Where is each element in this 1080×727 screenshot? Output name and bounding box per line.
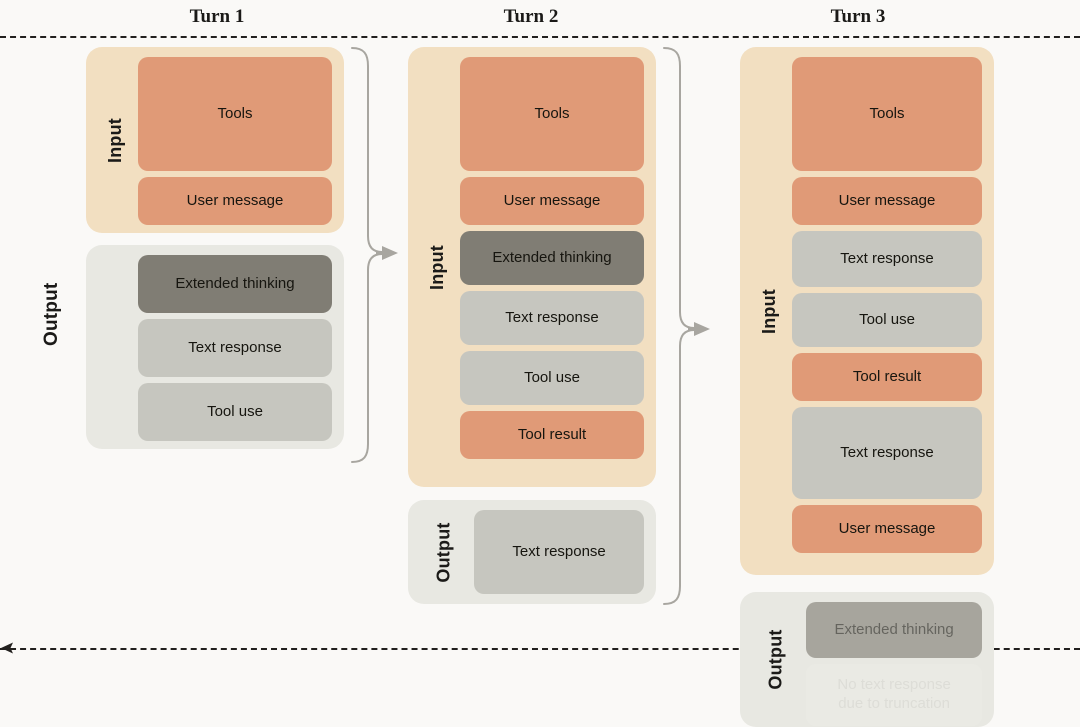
truncation-arrow-icon [1, 642, 13, 654]
turn-3-input-group: Input Tools User message Text response T… [740, 47, 994, 575]
turn-2-output-blocks: Text response [474, 510, 644, 594]
context-window-top-boundary [0, 36, 1080, 38]
turn-2-input-blocks: Tools User message Extended thinking Tex… [460, 57, 644, 477]
block-user-message[interactable]: User message [460, 177, 644, 225]
block-tool-use[interactable]: Tool use [792, 293, 982, 347]
connector-turn2-to-turn3 [663, 47, 710, 605]
turn-title-1: Turn 1 [189, 6, 245, 27]
block-no-text-response: No text response due to truncation [806, 664, 982, 726]
turn-1-input-label: Input [104, 117, 125, 163]
turn-2-input-group: Input Tools User message Extended thinki… [408, 47, 656, 487]
output-axis-label: Output [41, 282, 62, 346]
turn-1-output-blocks: Extended thinking Text response Tool use [138, 255, 332, 441]
turn-1-input-group: Input Tools User message [86, 47, 344, 233]
turn-title-2: Turn 2 [503, 6, 559, 27]
context-window-bottom-boundary [0, 648, 1080, 650]
block-tool-result[interactable]: Tool result [792, 353, 982, 401]
block-user-message[interactable]: User message [138, 177, 332, 225]
block-extended-thinking[interactable]: Extended thinking [806, 602, 982, 658]
block-user-message-2[interactable]: User message [792, 505, 982, 553]
turn-3-input-blocks: Tools User message Text response Tool us… [792, 57, 982, 565]
turn-title-3: Turn 3 [830, 6, 886, 27]
block-tools[interactable]: Tools [138, 57, 332, 171]
block-tool-result[interactable]: Tool result [460, 411, 644, 459]
turn-1-output-group: Extended thinking Text response Tool use [86, 245, 344, 449]
turn-3-output-label: Output [765, 629, 786, 690]
turn-2-input-label: Input [426, 244, 447, 290]
turn-3-output-blocks: Extended thinking No text response due t… [806, 602, 982, 726]
block-extended-thinking[interactable]: Extended thinking [460, 231, 644, 285]
block-user-message[interactable]: User message [792, 177, 982, 225]
block-text-response[interactable]: Text response [474, 510, 644, 594]
block-text-response[interactable]: Text response [460, 291, 644, 345]
block-tool-use[interactable]: Tool use [460, 351, 644, 405]
block-tools[interactable]: Tools [792, 57, 982, 171]
turn-2-output-group: Output Text response [408, 500, 656, 604]
turn-1-input-blocks: Tools User message [138, 57, 332, 225]
block-tool-use[interactable]: Tool use [138, 383, 332, 441]
turn-2-output-label: Output [433, 521, 454, 583]
block-text-response[interactable]: Text response [792, 231, 982, 287]
turn-3-input-label: Input [758, 288, 779, 334]
block-tools[interactable]: Tools [460, 57, 644, 171]
block-extended-thinking[interactable]: Extended thinking [138, 255, 332, 313]
connector-turn1-to-turn2 [351, 47, 398, 463]
block-text-response[interactable]: Text response [138, 319, 332, 377]
turn-3-output-group: Output Extended thinking No text respons… [740, 592, 994, 727]
block-text-response-2[interactable]: Text response [792, 407, 982, 499]
